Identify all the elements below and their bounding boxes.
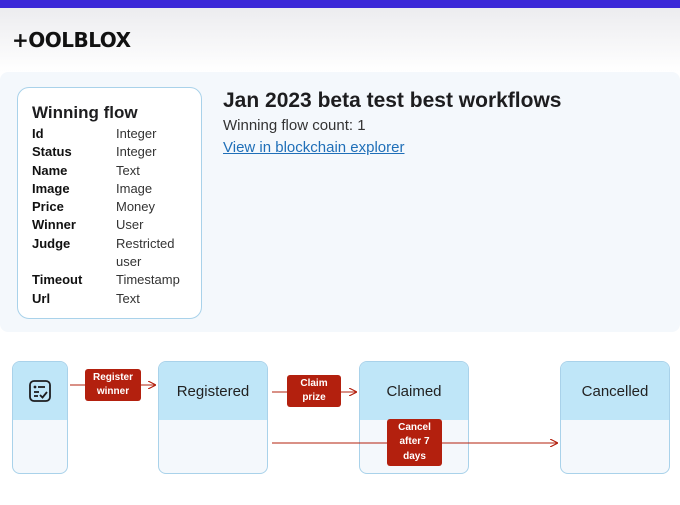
field-name: Status (32, 144, 72, 160)
field-type: Text (116, 162, 140, 178)
field-row: Name Text (32, 162, 187, 180)
state-registered[interactable]: Registered (158, 361, 268, 474)
state-cancelled[interactable]: Cancelled (560, 361, 670, 474)
state-registered-label: Registered (159, 362, 267, 420)
field-row: Timeout Timestamp (32, 271, 187, 289)
field-row: Id Integer (32, 125, 187, 143)
field-name: Url (32, 290, 51, 306)
claim-prize-action[interactable]: Claim prize (287, 375, 341, 407)
field-row: Winner User (32, 216, 187, 234)
state-initial[interactable] (12, 361, 68, 474)
field-name: Price (32, 199, 64, 215)
field-type: User (116, 217, 144, 233)
card-title: Winning flow (32, 103, 138, 122)
field-type: Integer (116, 126, 157, 141)
blockchain-explorer-link[interactable]: View in blockchain explorer (223, 139, 405, 156)
field-type: Money (116, 199, 156, 215)
register-winner-action[interactable]: Register winner (85, 369, 141, 401)
field-name: Id (32, 126, 44, 141)
toolblox-logo[interactable]: +OOLBLOX (12, 28, 131, 52)
field-type: Image (116, 180, 153, 196)
cancel-after-7-days-action[interactable]: Cancel after 7 days (387, 419, 442, 466)
field-name: Judge (32, 235, 71, 251)
field-row: Price Money (32, 198, 187, 216)
field-row: Judge Restricted user (32, 235, 187, 272)
field-name: Image (32, 180, 70, 196)
state-claimed-label: Claimed (360, 362, 468, 420)
field-name: Timeout (32, 272, 83, 288)
field-type: Restricted user (116, 235, 175, 270)
field-row: Status Integer (32, 143, 187, 161)
field-type: Text (116, 290, 140, 306)
field-type: Integer (116, 144, 157, 160)
state-initial-head (13, 362, 67, 420)
field-name: Name (32, 162, 68, 178)
field-type: Timestamp (116, 272, 180, 288)
field-row: Url Text (32, 290, 187, 308)
checklist-icon (28, 379, 52, 403)
state-claimed[interactable]: Claimed (359, 361, 469, 474)
winning-flow-count: Winning flow count: 1 (223, 117, 366, 134)
field-row: Image Image (32, 180, 187, 198)
header: +OOLBLOX (0, 8, 680, 72)
page-title: Jan 2023 beta test best workflows (223, 89, 562, 112)
top-accent-bar (0, 0, 680, 8)
state-cancelled-label: Cancelled (561, 362, 669, 420)
field-name: Winner (32, 217, 76, 233)
